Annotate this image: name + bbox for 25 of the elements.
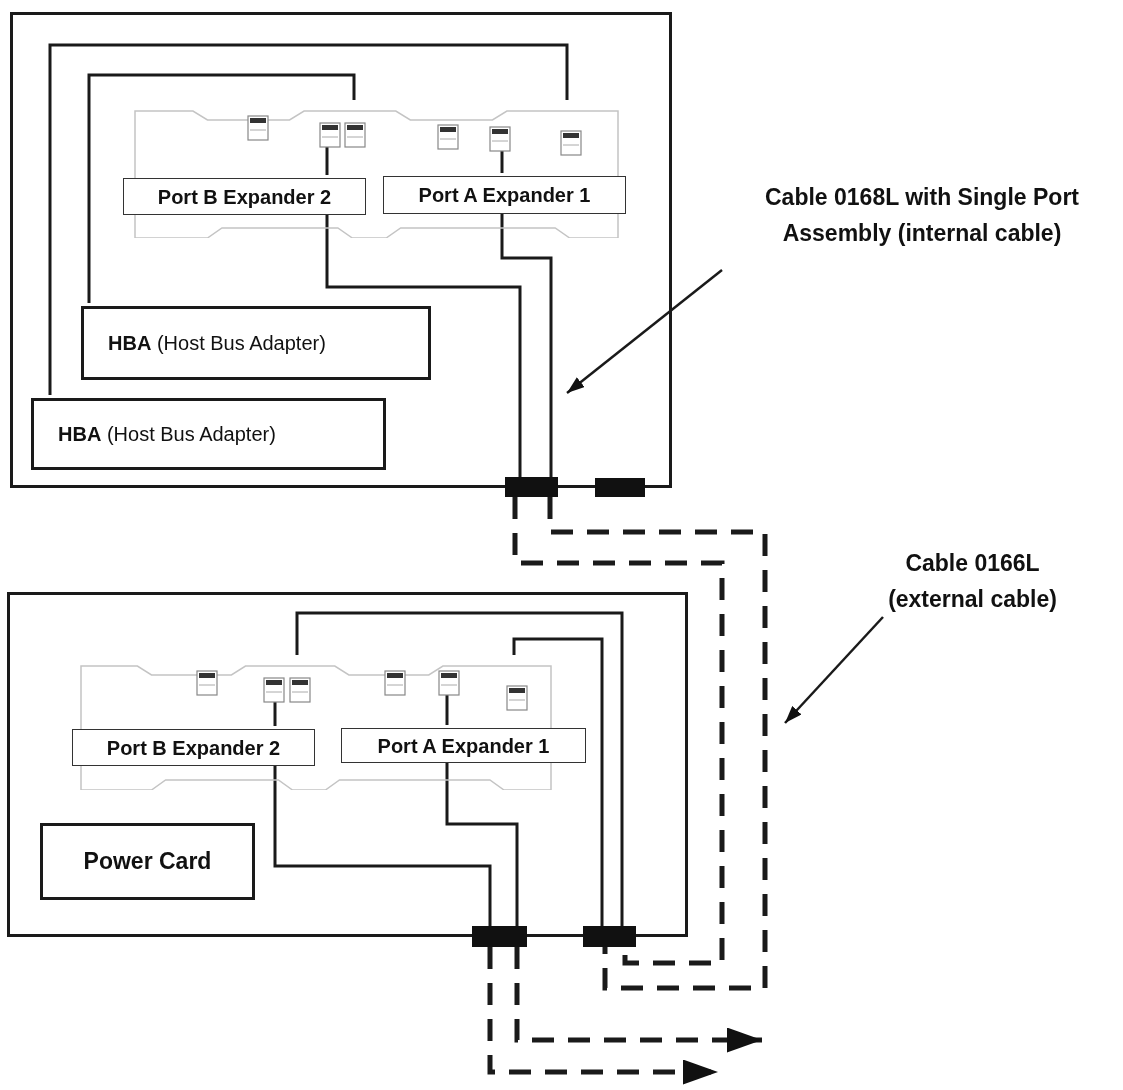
enclosure-box <box>10 12 672 488</box>
internal-cable <box>48 43 569 395</box>
enclosure-box <box>7 592 688 937</box>
internal-cable <box>295 611 624 926</box>
adapter-card-box: HBA (Host Bus Adapter) <box>81 306 431 380</box>
internal-cable <box>87 73 356 303</box>
port-label: Port B Expander 2 <box>72 729 315 766</box>
connector-block <box>505 477 558 497</box>
port-label: Port A Expander 1 <box>383 176 626 214</box>
external-cable <box>512 497 725 966</box>
port-label: Port A Expander 1 <box>341 728 586 763</box>
connector-block <box>472 926 527 947</box>
external-cable <box>547 497 768 991</box>
callout-text: Cable 0166L (external cable) <box>850 545 1095 617</box>
leader-arrow <box>784 616 884 724</box>
power-card-box: Power Card <box>40 823 255 900</box>
external-cable-arrow <box>487 947 718 1085</box>
port-label: Port B Expander 2 <box>123 178 366 215</box>
adapter-card-box: HBA (Host Bus Adapter) <box>31 398 386 470</box>
connector-block <box>583 926 636 947</box>
callout-text: Cable 0168L with Single Port Assembly (internal cable) <box>722 160 1122 270</box>
external-cable-arrow <box>514 947 762 1053</box>
internal-cable <box>512 637 604 926</box>
leader-arrow <box>566 269 723 394</box>
connector-block <box>595 478 645 497</box>
